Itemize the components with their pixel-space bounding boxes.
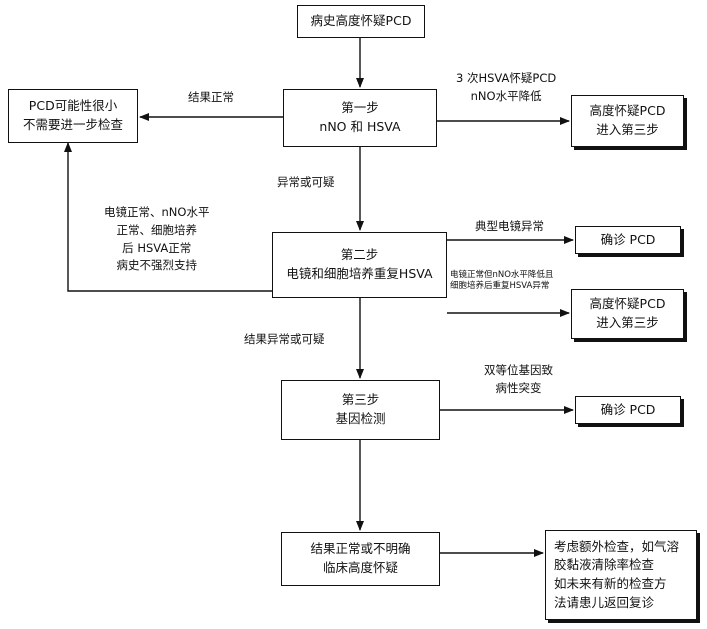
- pcd-unlikely-box: PCD可能性很小 不需要进一步检查: [8, 89, 138, 143]
- label-em-nno-line-1: 电镜正常但nNO水平降低且: [450, 270, 554, 280]
- confirm-pcd-box-a: 确诊 PCD: [575, 226, 681, 254]
- step3-box: 第三步 基因检测: [281, 380, 440, 440]
- arrow-step2-to-unlikely: [64, 142, 272, 292]
- label-em-normal-line-1: 电镜正常、nNO水平: [104, 205, 210, 219]
- label-hsva3-line-2: nNO水平降低: [470, 88, 542, 103]
- further-line-2: 胶黏液清除率检查: [554, 557, 655, 573]
- suspect-step3-box-b: 高度怀疑PCD 进入第三步: [571, 289, 684, 339]
- label-abnormal-suspect: 异常或可疑: [277, 174, 335, 192]
- label-result-normal: 结果正常: [188, 89, 234, 107]
- confirm-a-text: 确诊 PCD: [600, 231, 656, 247]
- label-em-normal-nno-low: 电镜正常但nNO水平降低且 细胞培养后重复HSVA异常: [450, 270, 553, 293]
- label-biallelic-line-2: 病性突变: [495, 380, 542, 395]
- suspect-a-line-1: 高度怀疑PCD: [589, 103, 666, 119]
- further-line-4: 法请患儿返回复诊: [554, 594, 655, 610]
- suspect-step3-box-a: 高度怀疑PCD 进入第三步: [571, 95, 684, 147]
- label-result-abnormal-suspect-text: 结果异常或可疑: [244, 332, 325, 346]
- unclear-line-1: 结果正常或不明确: [310, 541, 411, 557]
- label-em-normal-line-4: 病史不强烈支持: [116, 258, 197, 273]
- further-exam-box: 考虑额外检查，如气溶 胶黏液清除率检查 如未来有新的检查方 法请患儿返回复诊: [545, 530, 697, 620]
- step1-desc: nNO 和 HSVA: [319, 119, 401, 134]
- step2-title: 第二步: [340, 247, 379, 263]
- step3-desc: 基因检测: [335, 411, 386, 426]
- confirm-b-text: 确诊 PCD: [600, 401, 656, 417]
- label-typical-em-text: 典型电镜异常: [475, 219, 544, 233]
- step1-box: 第一步 nNO 和 HSVA: [283, 89, 437, 147]
- pcd-unlikely-line-1: PCD可能性很小: [28, 98, 118, 114]
- start-text: 病史高度怀疑PCD: [310, 13, 412, 29]
- label-em-normal-line-3: 后 HSVA正常: [122, 240, 192, 255]
- unclear-line-2: 临床高度怀疑: [322, 560, 398, 575]
- label-result-normal-text: 结果正常: [188, 90, 234, 104]
- further-line-1: 考虑额外检查，如气溶: [554, 538, 680, 554]
- step3-title: 第三步: [341, 392, 380, 408]
- further-line-3: 如未来有新的检查方: [554, 576, 667, 591]
- label-result-abnormal-suspect: 结果异常或可疑: [244, 331, 325, 349]
- step1-title: 第一步: [341, 100, 379, 116]
- suspect-b-line-1: 高度怀疑PCD: [589, 296, 666, 312]
- start-box: 病史高度怀疑PCD: [297, 5, 425, 38]
- label-em-normal: 电镜正常、nNO水平 正常、细胞培养 后 HSVA正常 病史不强烈支持: [104, 204, 209, 275]
- pcd-unlikely-line-2: 不需要进一步检查: [22, 117, 123, 132]
- suspect-b-line-2: 进入第三步: [596, 315, 659, 330]
- label-typical-em: 典型电镜异常: [475, 218, 544, 236]
- label-biallelic-mutation: 双等位基因致 病性突变: [484, 362, 553, 398]
- label-hsva3-nno-low: 3 次HSVA怀疑PCD nNO水平降低: [456, 70, 556, 106]
- label-em-nno-line-2: 细胞培养后重复HSVA异常: [450, 281, 550, 292]
- label-hsva3-line-1: 3 次HSVA怀疑PCD: [456, 71, 557, 85]
- step2-desc: 电镜和细胞培养重复HSVA: [286, 266, 433, 281]
- suspect-a-line-2: 进入第三步: [596, 122, 659, 137]
- label-em-normal-line-2: 正常、细胞培养: [116, 222, 197, 237]
- label-abnormal-suspect-text: 异常或可疑: [277, 175, 335, 189]
- label-biallelic-line-1: 双等位基因致: [484, 363, 553, 377]
- unclear-result-box: 结果正常或不明确 临床高度怀疑: [281, 532, 440, 586]
- step2-box: 第二步 电镜和细胞培养重复HSVA: [272, 232, 447, 298]
- confirm-pcd-box-b: 确诊 PCD: [575, 396, 681, 424]
